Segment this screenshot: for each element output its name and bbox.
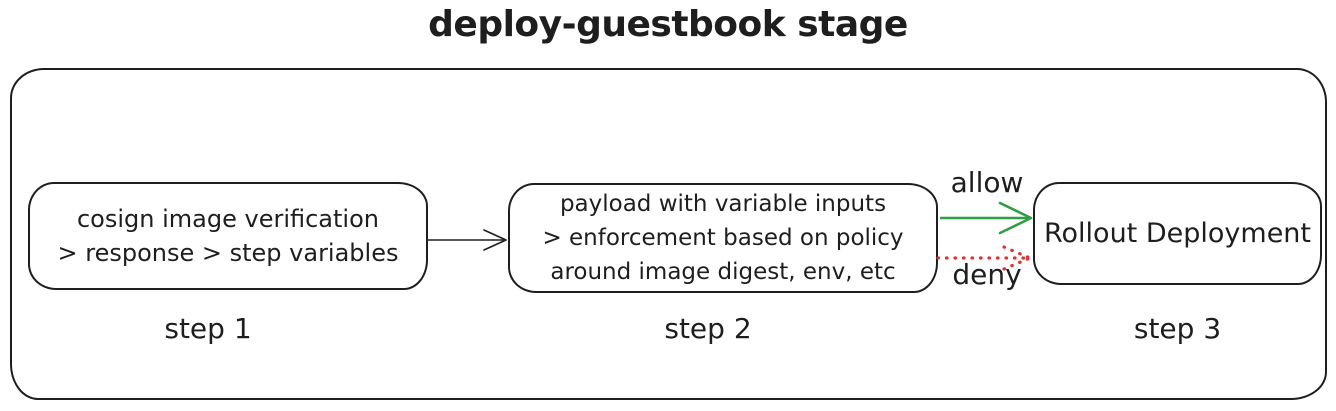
node-step3: Rollout Deployment [1033,182,1322,285]
step1-label: step 1 [164,312,252,345]
step2-label: step 2 [664,312,752,345]
arrow-step1-step2 [428,229,507,251]
arrow-allow [940,201,1033,235]
node-step3-line1: Rollout Deployment [1043,217,1312,249]
diagram-title: deploy-guestbook stage [428,4,908,45]
node-step1-line1: cosign image verification [76,205,379,233]
arrow-deny [936,245,1032,271]
deny-edge-label: deny [952,258,1022,291]
node-step2: payload with variable inputs > enforceme… [508,183,938,293]
allow-edge-label: allow [950,166,1024,199]
node-step1-line2: > response > step variables [57,239,399,267]
node-step1: cosign image verification > response > s… [28,182,428,290]
node-step2-line2: > enforcement based on policy [542,225,904,251]
node-step2-line3: around image digest, env, etc [550,259,896,285]
node-step2-line1: payload with variable inputs [559,191,887,217]
stage-container-box [10,68,1327,400]
step3-label: step 3 [1133,312,1222,345]
